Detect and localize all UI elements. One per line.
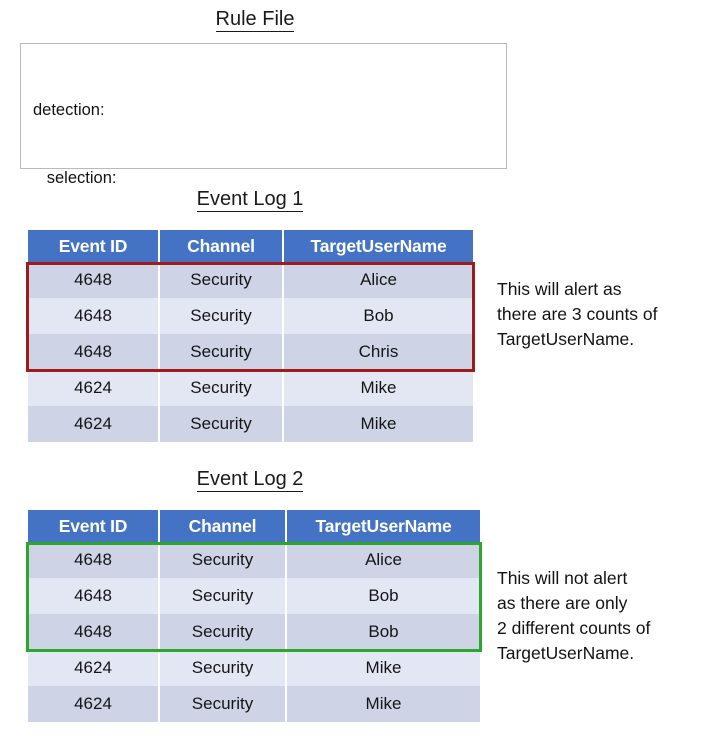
cell-target-user-name: Mike — [287, 686, 480, 722]
table-header-row: Event ID Channel TargetUserName — [28, 510, 480, 542]
cell-event-id: 4648 — [28, 542, 160, 578]
rule-line-selection: selection: — [33, 168, 117, 187]
table-row: 4624 Security Mike — [28, 406, 473, 442]
event-log-1-table: Event ID Channel TargetUserName 4648 Sec… — [28, 230, 473, 442]
cell-channel: Security — [160, 650, 287, 686]
event-log-2-title-text: Event Log 2 — [196, 468, 304, 492]
cell-target-user-name: Mike — [284, 406, 473, 442]
event-log-2-title: Event Log 2 — [0, 468, 500, 492]
cell-target-user-name: Alice — [287, 542, 480, 578]
table-row: 4648 Security Bob — [28, 298, 473, 334]
cell-channel: Security — [160, 334, 284, 370]
cell-channel: Security — [160, 370, 284, 406]
cell-target-user-name: Mike — [287, 650, 480, 686]
column-header-target-user-name: TargetUserName — [284, 230, 473, 262]
cell-channel: Security — [160, 614, 287, 650]
table-header-row: Event ID Channel TargetUserName — [28, 230, 473, 262]
event-log-1-title-text: Event Log 1 — [196, 188, 304, 212]
cell-event-id: 4648 — [28, 334, 160, 370]
cell-event-id: 4648 — [28, 614, 160, 650]
table-row: 4648 Security Alice — [28, 542, 480, 578]
cell-channel: Security — [160, 406, 284, 442]
cell-target-user-name: Bob — [287, 578, 480, 614]
table-row: 4648 Security Alice — [28, 262, 473, 298]
table-row: 4648 Security Bob — [28, 614, 480, 650]
cell-event-id: 4624 — [28, 686, 160, 722]
rule-line-detection: detection: — [33, 101, 105, 119]
rule-file-title-text: Rule File — [215, 8, 295, 32]
cell-target-user-name: Mike — [284, 370, 473, 406]
table-row: 4648 Security Chris — [28, 334, 473, 370]
cell-event-id: 4648 — [28, 262, 160, 298]
cell-channel: Security — [160, 262, 284, 298]
rule-file-title: Rule File — [0, 8, 510, 32]
event-log-1-title: Event Log 1 — [0, 188, 500, 212]
cell-event-id: 4624 — [28, 406, 160, 442]
alert-annotation: This will alert as there are 3 counts of… — [497, 279, 658, 349]
table-row: 4624 Security Mike — [28, 370, 473, 406]
cell-target-user-name: Bob — [287, 614, 480, 650]
column-header-channel: Channel — [160, 510, 287, 542]
cell-target-user-name: Chris — [284, 334, 473, 370]
cell-channel: Security — [160, 542, 287, 578]
column-header-event-id: Event ID — [28, 230, 160, 262]
cell-event-id: 4624 — [28, 650, 160, 686]
column-header-target-user-name: TargetUserName — [287, 510, 480, 542]
cell-channel: Security — [160, 578, 287, 614]
column-header-event-id: Event ID — [28, 510, 160, 542]
cell-target-user-name: Bob — [284, 298, 473, 334]
cell-event-id: 4624 — [28, 370, 160, 406]
event-log-2-table: Event ID Channel TargetUserName 4648 Sec… — [28, 510, 480, 722]
table-row: 4624 Security Mike — [28, 686, 480, 722]
cell-channel: Security — [160, 298, 284, 334]
table-row: 4624 Security Mike — [28, 650, 480, 686]
cell-event-id: 4648 — [28, 578, 160, 614]
cell-target-user-name: Alice — [284, 262, 473, 298]
column-header-channel: Channel — [160, 230, 284, 262]
cell-channel: Security — [160, 686, 287, 722]
table-row: 4648 Security Bob — [28, 578, 480, 614]
no-alert-annotation: This will not alert as there are only 2 … — [497, 568, 651, 663]
cell-event-id: 4648 — [28, 298, 160, 334]
